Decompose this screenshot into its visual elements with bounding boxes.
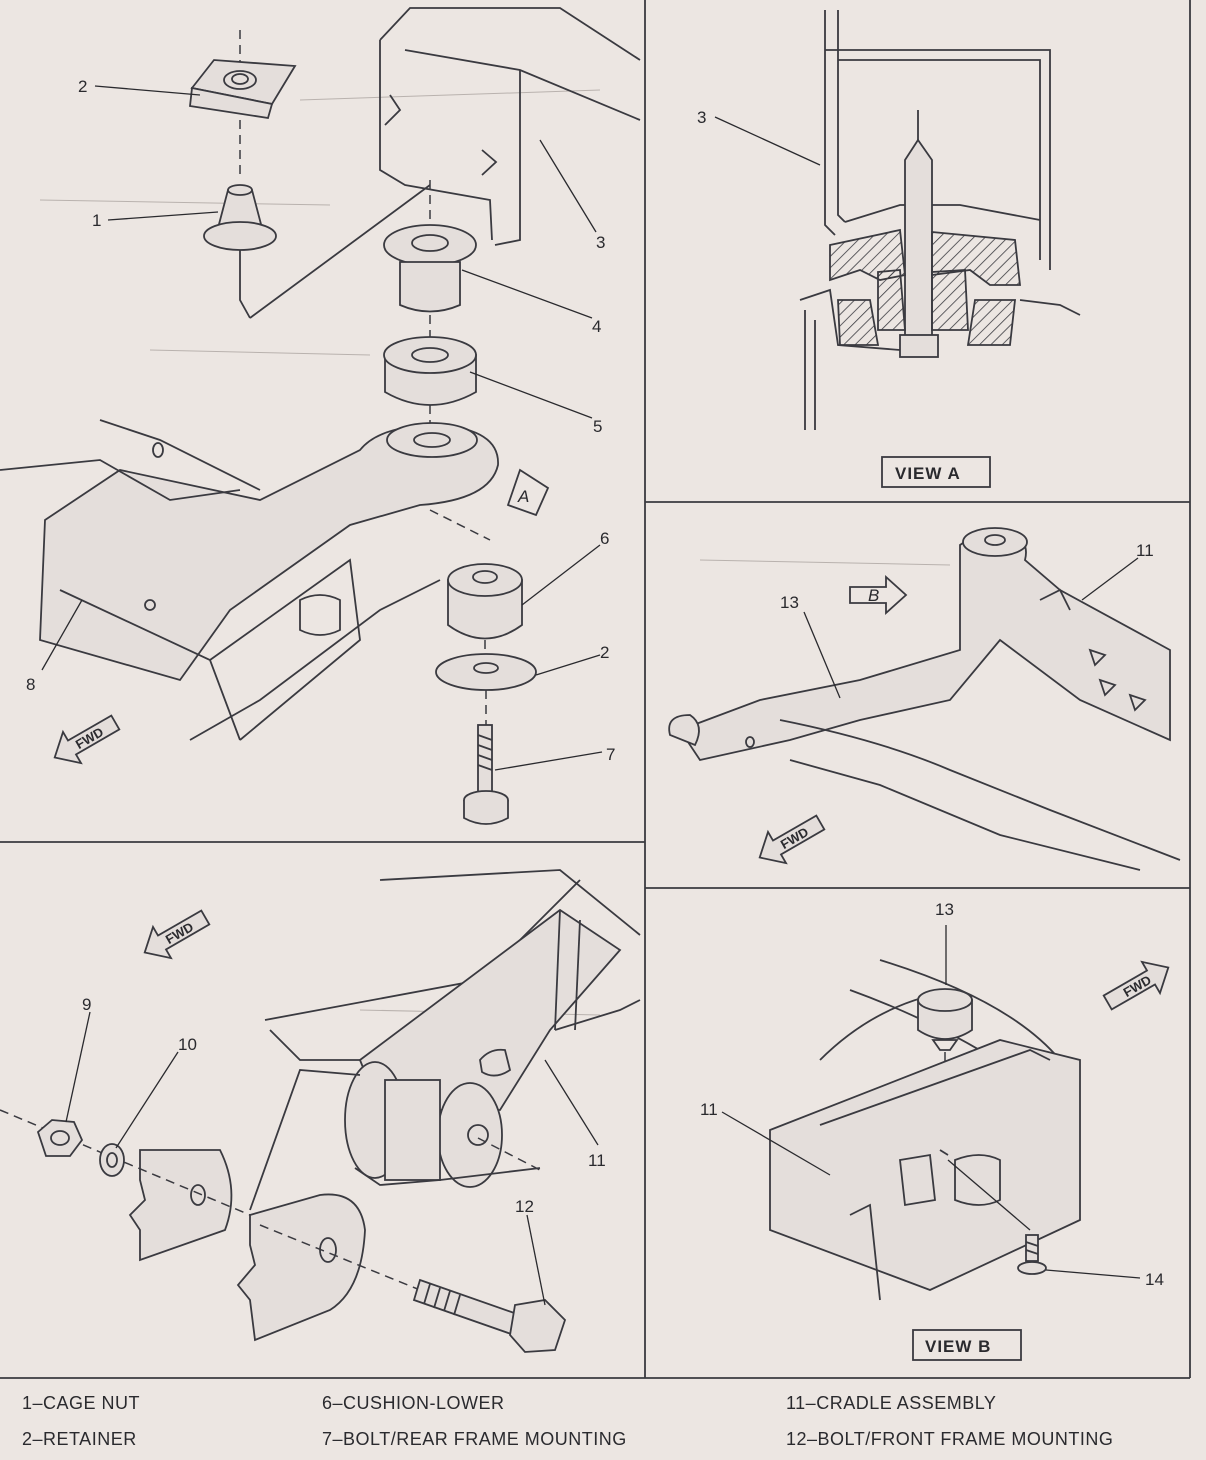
cradle-arm [0,419,499,741]
callout-13-cradle: 13 [780,593,799,612]
callout-1: 1 [92,211,101,230]
callout-8: 8 [26,675,35,694]
view-b-label: VIEW B [925,1337,991,1356]
upper-cushion [383,224,477,345]
parts-legend: 1–CAGE NUT 6–CUSHION-LOWER 11–CRADLE ASS… [0,1385,1206,1455]
view-a-label: VIEW A [895,464,961,483]
panel-cradle: B FWD 11 13 [668,527,1181,871]
view-b-marker: B [849,574,908,616]
callout-11-view-b: 11 [700,1100,718,1119]
legend-item-6: 6–CUSHION-LOWER [322,1393,505,1413]
callout-2-top: 2 [78,77,87,96]
callout-2-lower: 2 [600,643,609,662]
callout-4: 4 [592,317,601,336]
legend-item-2: 2–RETAINER [22,1429,137,1449]
callout-11-cradle: 11 [1136,541,1154,560]
fwd-arrow-1: FWD [53,714,121,765]
legend-item-7: 7–BOLT/REAR FRAME MOUNTING [322,1429,627,1449]
callout-9: 9 [82,995,91,1014]
callout-3-view-a: 3 [697,108,706,127]
callout-6: 6 [600,529,609,548]
callout-10: 10 [178,1035,197,1054]
callout-5: 5 [593,417,602,436]
legend-item-12: 12–BOLT/FRONT FRAME MOUNTING [786,1429,1114,1449]
retainer-lower [435,653,537,725]
retainer-top [189,59,297,120]
legend-item-11: 11–CRADLE ASSEMBLY [786,1393,997,1413]
callout-13-view-b: 13 [935,900,954,919]
rear-bolt [463,724,509,825]
fwd-arrow-2: FWD [758,814,826,865]
callout-11-front: 11 [588,1151,606,1170]
panel-rear-mount: A FWD [0,7,641,825]
fwd-arrow-4: FWD [1102,960,1170,1011]
panel-view-b: FWD VIEW B 13 11 14 [700,900,1170,1361]
spacer-ring [383,336,477,428]
panel-view-a: VIEW A 3 [697,10,1081,488]
view-b-marker-letter: B [868,586,879,605]
callouts-rear-mount: 2 1 3 4 5 6 2 7 8 [26,77,615,771]
view-a-marker: A [506,468,550,517]
callout-7: 7 [606,745,615,764]
callout-14: 14 [1145,1270,1164,1289]
view-a-marker-letter: A [517,487,529,506]
cage-nut [203,184,277,319]
callout-12: 12 [515,1197,534,1216]
legend-item-1: 1–CAGE NUT [22,1393,141,1413]
frame-rail [249,7,641,319]
callout-3: 3 [596,233,605,252]
lower-cushion [447,563,523,660]
panel-dividers [0,0,1191,1379]
panel-front-mount: FWD 9 10 11 12 [0,869,641,1353]
fwd-arrow-3: FWD [143,909,211,960]
